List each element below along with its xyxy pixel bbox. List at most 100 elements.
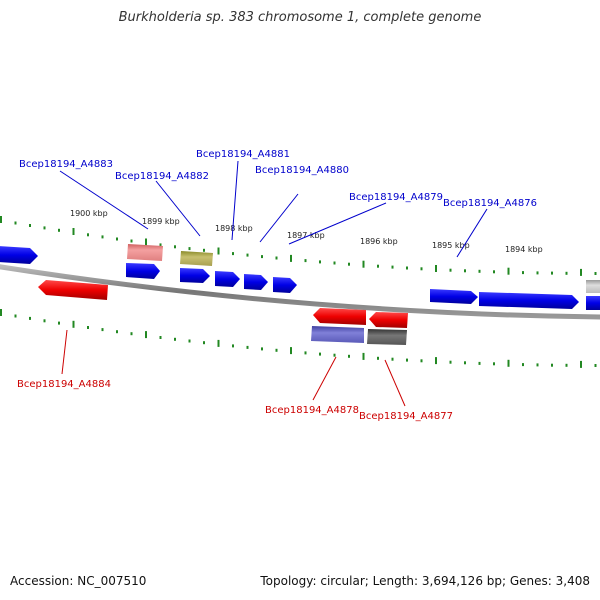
major-tick [507,267,510,275]
minor-tick [449,360,452,364]
minor-tick [420,359,423,363]
gene-arrow-A4882[interactable] [180,251,213,266]
minor-tick [174,245,176,249]
minor-tick [14,221,17,225]
gene-label[interactable]: Bcep18194_A4878 [265,405,359,416]
minor-tick [188,247,191,251]
major-tick [290,254,292,262]
minor-tick [203,341,205,345]
minor-tick [188,339,191,343]
minor-tick [594,364,597,367]
minor-tick [87,233,89,237]
minor-tick [522,363,524,367]
gene-arrow-A4881[interactable] [215,271,240,287]
minor-tick [304,351,307,355]
minor-tick [14,314,17,318]
gene-arrow-A4879[interactable] [273,277,297,293]
gene-arrow-A4880[interactable] [244,274,268,290]
minor-tick [406,266,408,270]
minor-tick [174,337,176,341]
gene-label[interactable]: Bcep18194_A4876 [443,198,537,209]
minor-tick [478,361,481,365]
minor-tick [130,239,133,243]
minor-tick [29,316,31,320]
minor-tick [275,348,278,352]
minor-tick [348,354,350,358]
kbp-label: 1898 kbp [215,224,253,233]
minor-tick [493,362,495,366]
minor-tick [304,259,307,263]
minor-tick [391,265,394,269]
minor-tick [261,255,263,259]
minor-tick [261,347,263,351]
minor-tick [275,256,278,260]
major-tick [0,216,2,223]
minor-tick [551,271,553,275]
kbp-label: 1900 kbp [70,209,108,218]
gene-label[interactable]: Bcep18194_A4884 [17,379,111,390]
gene-label[interactable]: Bcep18194_A4883 [19,159,113,170]
minor-tick [594,272,597,275]
gene-arrow-forward[interactable] [430,289,478,304]
minor-tick [377,264,379,268]
gene-arrow-A4883[interactable] [127,244,163,261]
outer-tick-ring [0,216,597,276]
major-tick [435,265,437,272]
minor-tick [116,330,118,334]
minor-tick [536,363,539,367]
minor-tick [116,237,118,241]
minor-tick [130,332,133,336]
minor-tick [58,228,60,232]
minor-tick [536,271,539,275]
minor-tick [101,235,104,239]
inner-tick-ring [0,309,597,368]
major-tick [507,359,510,367]
major-tick [580,360,582,368]
major-tick [580,268,582,276]
minor-tick [348,262,350,266]
minor-tick [43,226,46,230]
gene-arrow-forward[interactable] [586,296,600,310]
gene-arrow-A4884[interactable] [38,280,108,300]
major-tick [290,347,292,355]
gene-arrow-forward[interactable] [126,263,160,279]
map-title: Burkholderia sp. 383 chromosome 1, compl… [118,10,482,25]
minor-tick [232,252,234,256]
major-tick [362,352,365,360]
minor-tick [159,243,162,247]
gene-label[interactable]: Bcep18194_A4880 [255,165,349,176]
major-tick [0,309,2,316]
gene-label[interactable]: Bcep18194_A4879 [349,192,443,203]
gene-arrow-A4877-dark[interactable] [367,329,407,345]
minor-tick [232,344,234,348]
kbp-label: 1899 kbp [142,217,180,226]
reverse-callouts [61,329,406,407]
gene-arrow-forward[interactable] [0,246,38,264]
gene-arrow-A4877[interactable] [369,312,408,328]
major-tick [362,260,365,268]
major-tick [145,331,147,339]
minor-tick [478,269,481,273]
gene-arrow-forward[interactable] [180,268,210,283]
gene-arrow-grey[interactable] [586,280,600,293]
minor-tick [159,336,162,339]
minor-tick [58,321,60,325]
minor-tick [551,363,553,367]
kbp-label: 1895 kbp [432,241,470,250]
kbp-label: 1894 kbp [505,245,543,254]
gene-arrow-A4876[interactable] [479,292,579,309]
gene-label[interactable]: Bcep18194_A4881 [196,149,290,160]
gene-arrow-A4878-purple[interactable] [311,326,364,343]
minor-tick [565,271,568,275]
minor-tick [29,224,31,227]
genome-summary-text: Topology: circular; Length: 3,694,126 bp… [260,574,590,588]
gene-arrow-A4878[interactable] [313,308,366,325]
minor-tick [101,328,104,332]
gene-label[interactable]: Bcep18194_A4877 [359,411,453,422]
gene-label[interactable]: Bcep18194_A4882 [115,171,209,182]
minor-tick [319,352,321,356]
major-tick [145,238,147,246]
minor-tick [406,358,408,362]
minor-tick [449,268,452,272]
